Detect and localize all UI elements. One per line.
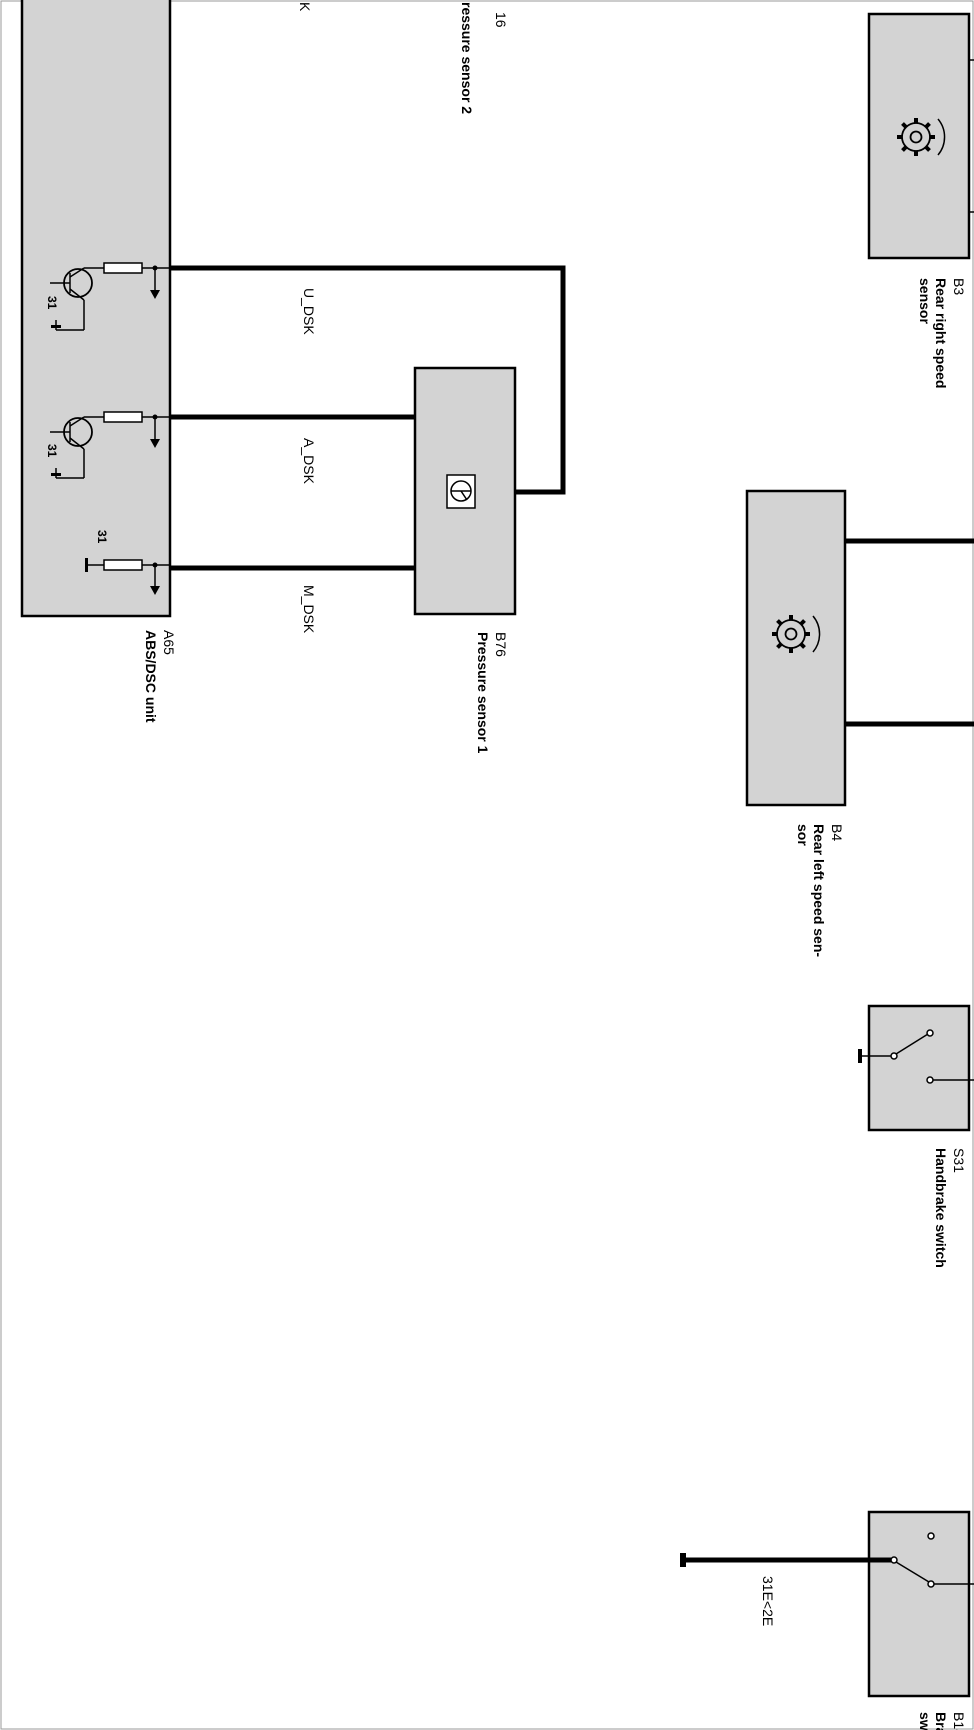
wire-label-a-dsk: A_DSK (301, 438, 317, 485)
transistor-1 (50, 262, 170, 331)
s31-handbrake-switch (858, 1004, 974, 1132)
wire-label-u-dsk: U_DSK (301, 288, 317, 335)
b18-code: B18 (951, 1712, 967, 1730)
a65-box (20, 0, 172, 618)
b16-name: ressure sensor 2 (459, 2, 475, 114)
b3-code: B3 (951, 278, 967, 295)
b76-pressure-sensor-1 (413, 366, 517, 616)
b3-box (867, 12, 971, 260)
gear-icon (897, 118, 946, 156)
b76-name: Pressure sensor 1 (475, 632, 491, 754)
s31-name: Handbrake switch (933, 1148, 949, 1268)
resistor-3 (85, 558, 170, 595)
b18-brake-fluid-switch (680, 1510, 974, 1698)
s31-code: S31 (951, 1148, 967, 1173)
b4-name-line1: Rear left speed sen- (811, 824, 827, 957)
gear-icon (772, 615, 821, 653)
b18-box (867, 1510, 971, 1698)
wire-label-m-dsk: M_DSK (301, 585, 317, 634)
b76-code: B76 (493, 632, 509, 657)
b3-name-line2: sensor (917, 278, 933, 324)
transistor-2 (50, 411, 170, 479)
b4-rear-left-speed-sensor (745, 489, 974, 807)
ground-label-1: 31 (45, 296, 59, 310)
a65-name: ABS/DSC unit (143, 630, 159, 723)
b18-name-line2: switch (917, 1712, 933, 1730)
ground-label-2: 31 (45, 444, 59, 458)
a65-code: A65 (161, 630, 177, 655)
a65-abs-dsc-unit: 31 31 (20, 0, 172, 618)
b4-name-line2: sor (795, 824, 811, 846)
pressure-sensor-icon (446, 474, 476, 509)
wire-u-dsk (170, 265, 566, 495)
b4-code: B4 (829, 824, 845, 841)
b16-code: 16 (493, 12, 509, 28)
b3-rear-right-speed-sensor (867, 12, 974, 260)
b3-name-line1: Rear right speed (933, 278, 949, 388)
s31-box (867, 1004, 971, 1132)
partial-label-k: K (297, 2, 313, 12)
b18-name-line1: Brake flu (933, 1712, 949, 1730)
ground-label-3: 31 (95, 530, 109, 544)
connector-label: 31E<2E (760, 1576, 776, 1626)
